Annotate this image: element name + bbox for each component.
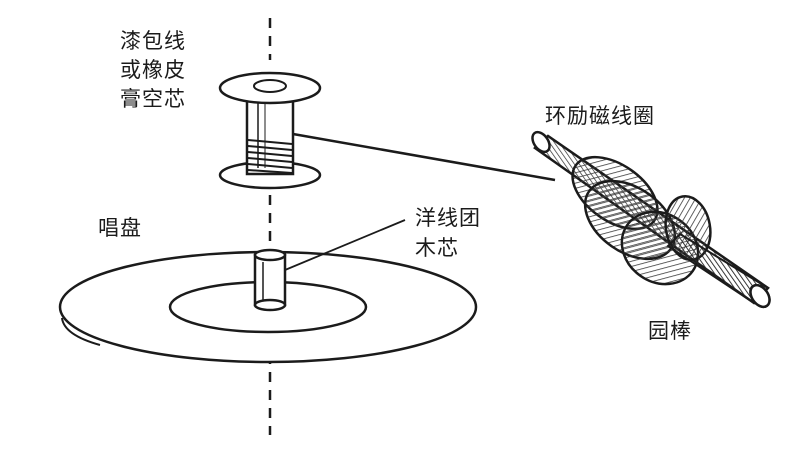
core-material-label-line2: 或橡皮 bbox=[120, 58, 186, 82]
rod-label: 园棒 bbox=[648, 319, 692, 343]
core-material-label-line3: 膏空芯 bbox=[120, 87, 186, 111]
coil-windings bbox=[571, 155, 712, 286]
core-material-label-line1: 漆包线 bbox=[120, 29, 186, 53]
connecting-wire bbox=[292, 132, 556, 182]
excitation-coil-label: 环励磁线圈 bbox=[545, 104, 655, 128]
small-core-label-line1: 洋线团 bbox=[415, 206, 481, 230]
small-coil-core bbox=[253, 248, 287, 312]
excitation-coil-assembly bbox=[531, 130, 771, 309]
disc-label: 唱盘 bbox=[98, 216, 142, 240]
spool-coil bbox=[218, 71, 322, 190]
leader-line bbox=[284, 219, 406, 271]
small-core-label-line2: 木芯 bbox=[415, 236, 459, 260]
